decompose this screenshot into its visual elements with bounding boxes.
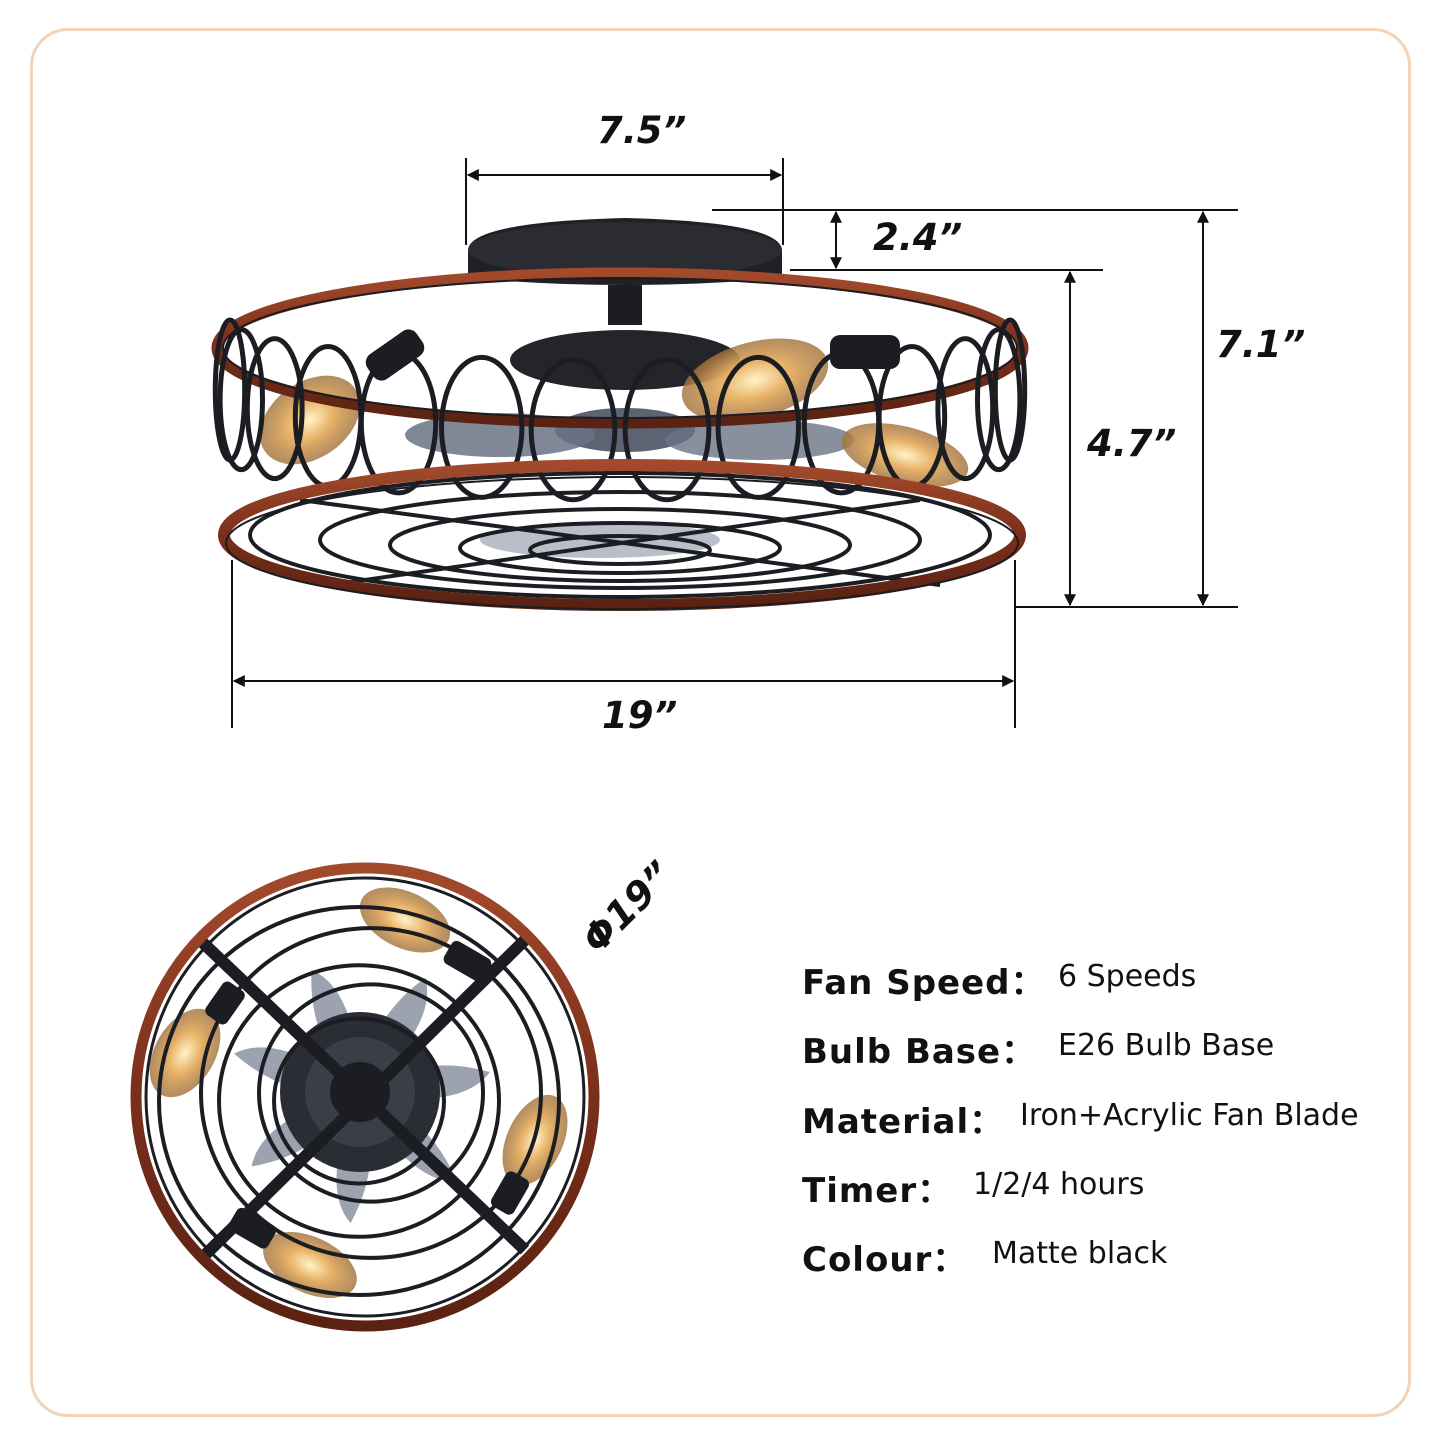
lattice-ring (935, 336, 996, 482)
spec-label: Colour： (802, 1240, 968, 1280)
spec-value: 1/2/4 hours (973, 1167, 1145, 1202)
spiral-ring (257, 982, 485, 1204)
bottom-cage (248, 471, 992, 599)
rounded-frame-border (30, 28, 1411, 1417)
dimension-lines (231, 158, 1238, 728)
spiral-ring (199, 926, 543, 1260)
lattice-ring (975, 327, 1023, 473)
dim-cage-height: 4.7” (1086, 422, 1176, 465)
spec-value: Iron+Acrylic Fan Blade (1020, 1098, 1359, 1133)
lattice-ring (528, 357, 618, 503)
bottom-view-fan (130, 862, 600, 1332)
dim-cage-width: 19” (602, 694, 677, 737)
lattice-ring (358, 350, 439, 496)
lattice-ring (217, 327, 266, 473)
spec-label: Timer： (802, 1171, 953, 1211)
dim-diameter: Φ19” (573, 853, 682, 962)
dim-total-height: 7.1” (1216, 323, 1305, 366)
side-view-fan (211, 218, 1029, 611)
dim-top-width: 7.5” (597, 109, 686, 152)
spiral-ring (217, 963, 501, 1239)
bottom-wood-ring (218, 459, 1026, 611)
spec-label: Bulb Base： (802, 1032, 1037, 1072)
bulb (359, 887, 451, 953)
spec-value: E26 Bulb Base (1058, 1028, 1275, 1063)
lattice-ring (622, 357, 712, 503)
spiral-ring (157, 905, 561, 1297)
bottom-spirals (157, 905, 561, 1297)
bulb (841, 423, 969, 487)
spec-label: Material： (802, 1102, 1005, 1142)
spec-value: 6 Speeds (1058, 959, 1197, 994)
dim-canopy-height: 2.4” (873, 216, 962, 259)
spiral-ring (272, 1016, 446, 1186)
lattice-ring (244, 336, 305, 482)
lattice-ring (992, 317, 1028, 463)
outer-wood-ring (130, 862, 600, 1332)
spec-label: Fan Speed： (802, 963, 1046, 1003)
spec-value: Matte black (992, 1236, 1168, 1271)
